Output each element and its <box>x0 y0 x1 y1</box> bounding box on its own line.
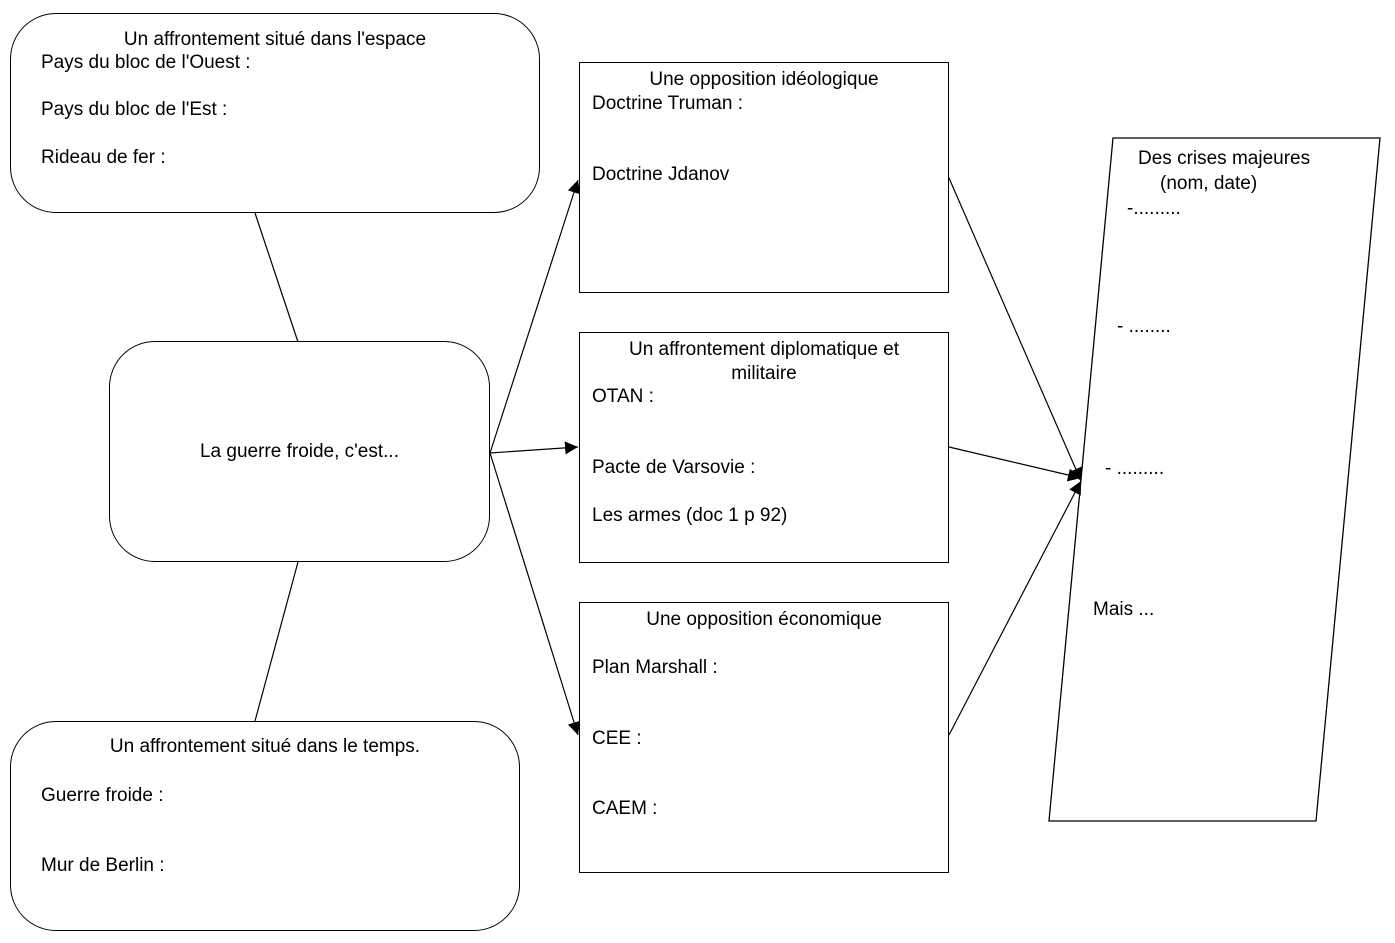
space-box-title: Un affrontement situé dans l'espace <box>123 29 427 50</box>
iron-curtain-label: Rideau de fer : <box>41 147 166 168</box>
diplomacy-box-title-line2: militaire <box>731 363 797 384</box>
ideology-box-title: Une opposition idéologique <box>649 69 879 90</box>
warsaw-pact-label: Pacte de Varsovie : <box>592 457 756 478</box>
center-box: La guerre froide, c'est... <box>109 341 490 562</box>
arrow-center-diplomacy <box>489 441 579 455</box>
crises-title-line2: (nom, date) <box>1160 173 1258 194</box>
cold-war-label: Guerre froide : <box>41 785 164 806</box>
weapons-label: Les armes (doc 1 p 92) <box>592 505 788 526</box>
connector-space-center <box>254 212 299 343</box>
berlin-wall-label: Mur de Berlin : <box>41 855 165 876</box>
cee-label: CEE : <box>592 728 642 749</box>
jdanov-doctrine-label: Doctrine Jdanov <box>592 164 730 185</box>
east-bloc-label: Pays du bloc de l'Est : <box>41 99 228 120</box>
marshall-plan-label: Plan Marshall : <box>592 657 718 678</box>
crisis-item-4: Mais ... <box>1093 599 1155 620</box>
economy-box-title: Une opposition économique <box>646 609 882 630</box>
arrow-center-economy <box>489 452 581 736</box>
arrow-center-ideology <box>489 179 581 454</box>
crises-parallelogram <box>1048 137 1381 822</box>
economy-box: Une opposition économique Plan Marshall … <box>579 602 949 873</box>
ideology-box: Une opposition idéologique Doctrine Trum… <box>579 62 949 293</box>
time-box-title: Un affrontement situé dans le temps. <box>109 736 421 757</box>
diplomacy-box-title-line1: Un affrontement diplomatique et <box>628 339 900 360</box>
diplomacy-box: Un affrontement diplomatique et militair… <box>579 332 949 563</box>
time-box: Un affrontement situé dans le temps. Gue… <box>10 721 520 931</box>
connector-center-time <box>254 561 299 722</box>
otan-label: OTAN : <box>592 386 654 407</box>
caem-label: CAEM : <box>592 798 658 819</box>
west-bloc-label: Pays du bloc de l'Ouest : <box>41 52 251 73</box>
truman-doctrine-label: Doctrine Truman : <box>592 93 743 114</box>
crisis-item-2: - ........ <box>1117 316 1171 337</box>
arrow-diplomacy-crises <box>948 446 1082 482</box>
arrow-economy-crises <box>948 480 1082 736</box>
arrow-ideology-crises <box>948 177 1082 482</box>
crisis-item-1: -......... <box>1127 198 1181 219</box>
crises-title-line1: Des crises majeures <box>1138 148 1311 169</box>
space-box: Un affrontement situé dans l'espace Pays… <box>10 13 540 213</box>
center-box-label: La guerre froide, c'est... <box>199 441 399 462</box>
crisis-item-3: - ......... <box>1105 458 1165 479</box>
